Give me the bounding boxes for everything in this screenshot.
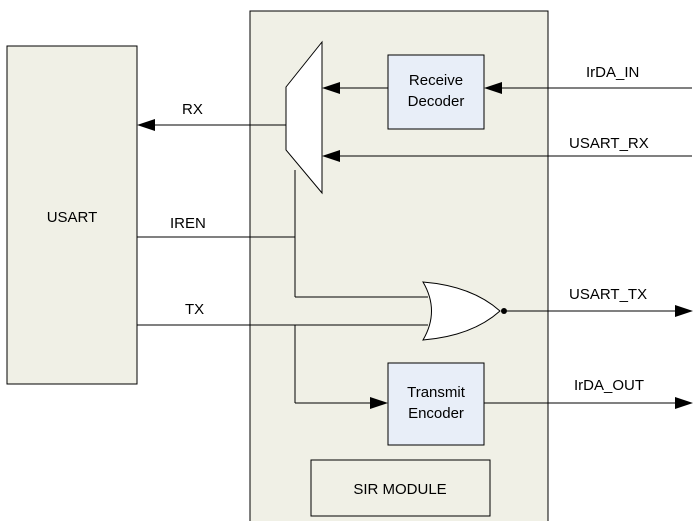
wire-usart-tx xyxy=(507,305,693,317)
wire-decoder-to-mux xyxy=(322,82,388,94)
receive-decoder-box xyxy=(387,54,485,130)
tx-label: TX xyxy=(185,301,204,318)
wire-tx xyxy=(137,324,428,409)
mux-trapezoid-icon xyxy=(285,40,323,195)
transmit-encoder-label-line1: Transmit xyxy=(407,384,466,401)
wire-irda-out xyxy=(484,397,693,409)
or-gate-icon xyxy=(422,281,501,341)
rx-label: RX xyxy=(182,101,203,118)
sir-module-label-box xyxy=(310,459,491,517)
usart-rx-label: USART_RX xyxy=(569,135,649,152)
transmit-encoder-box xyxy=(387,362,485,446)
receive-decoder-label-line1: Receive xyxy=(409,72,463,89)
usart-tx-label: USART_TX xyxy=(569,286,647,303)
irda-out-label: IrDA_OUT xyxy=(574,377,644,394)
wire-iren xyxy=(137,170,428,298)
usart-label: USART xyxy=(47,209,98,226)
receive-decoder-label-line2: Decoder xyxy=(408,93,465,110)
iren-label: IREN xyxy=(170,215,206,232)
wire-irda-in xyxy=(484,82,692,94)
wire-usart-rx xyxy=(322,150,692,162)
sir-module-label: SIR MODULE xyxy=(353,481,446,498)
irda-in-label: IrDA_IN xyxy=(586,64,639,81)
or-gate-output-dot xyxy=(501,308,507,314)
usart-block xyxy=(6,45,138,385)
wire-rx xyxy=(137,119,286,131)
transmit-encoder-label-line2: Encoder xyxy=(408,405,464,422)
